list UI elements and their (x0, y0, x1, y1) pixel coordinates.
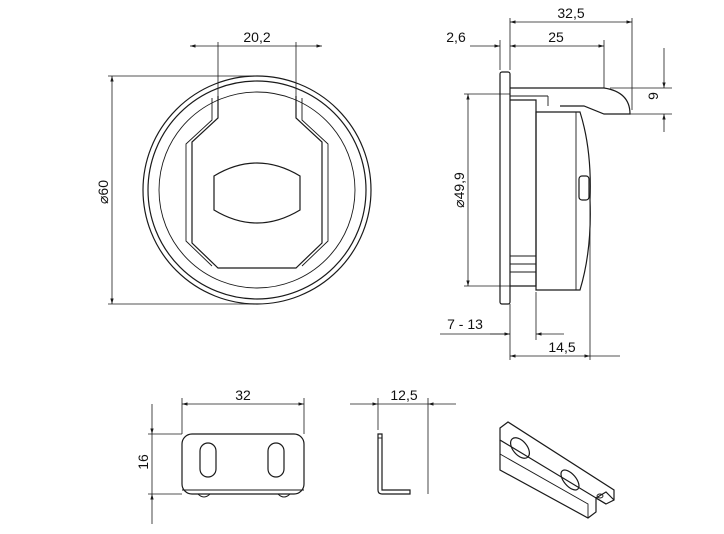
bracket-side-view (377, 433, 411, 495)
side-view (499, 71, 631, 305)
dim-label-diameter-60: ⌀60 (95, 180, 111, 204)
dim-label-32: 32 (235, 387, 251, 403)
dim-front-width: 20,2 (190, 29, 322, 100)
bracket-isometric-view (499, 421, 615, 519)
dim-label-20-2: 20,2 (243, 29, 270, 45)
dim-side-depth: 14,5 (510, 200, 620, 360)
dim-side-flange: 2,6 25 (446, 29, 605, 88)
dim-front-diameter: ⌀60 (95, 75, 258, 305)
dim-label-9: 9 (645, 92, 661, 100)
dim-label-7-13: 7 - 13 (447, 316, 483, 332)
dim-label-diameter-49-9: ⌀49,9 (451, 172, 467, 208)
dim-side-total: 32,5 (509, 5, 633, 110)
front-view (142, 75, 372, 305)
bracket-front-view (181, 433, 305, 498)
dim-label-32-5: 32,5 (557, 5, 584, 21)
dim-label-2-6: 2,6 (446, 29, 466, 45)
dim-side-diameter: ⌀49,9 (451, 93, 510, 287)
dim-bracket-width: 32 (181, 387, 305, 434)
dim-side-height: 9 (610, 48, 672, 132)
dim-label-12-5: 12,5 (390, 387, 417, 403)
dim-side-range: 7 - 13 (440, 292, 564, 360)
dim-bracket-height: 16 (135, 404, 182, 524)
dim-label-16: 16 (135, 454, 151, 470)
dim-bracket-depth: 12,5 (350, 387, 456, 494)
dim-label-25: 25 (548, 29, 564, 45)
dim-label-14-5: 14,5 (548, 339, 575, 355)
